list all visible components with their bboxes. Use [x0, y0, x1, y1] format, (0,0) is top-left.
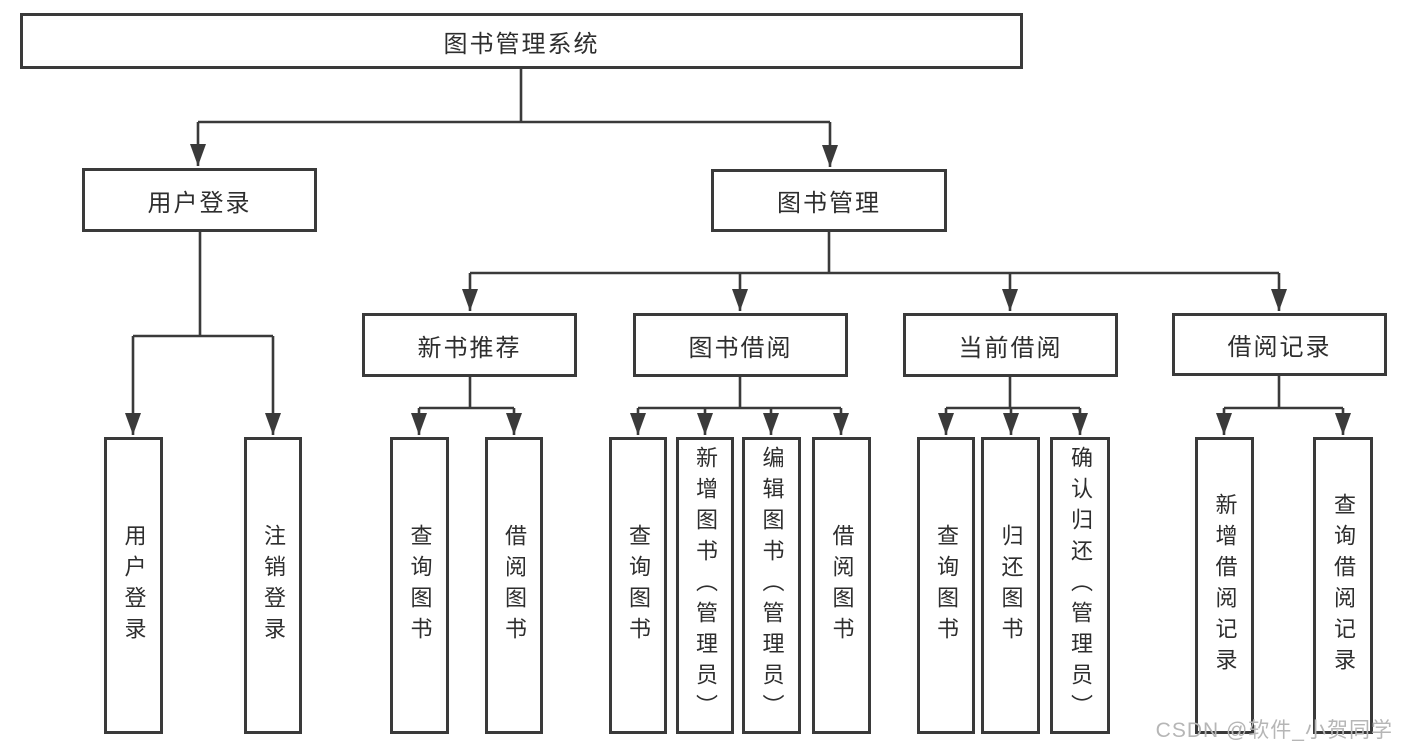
- node-cb-confirm-return-admin: 确认归还（管理员）: [1050, 437, 1110, 734]
- node-borrowing-records-label: 借阅记录: [1227, 334, 1332, 361]
- node-book-management: 图书管理: [711, 169, 947, 232]
- node-bb-query-books: 查询图书: [609, 437, 667, 734]
- connector-current-borrow-children: [938, 377, 1088, 435]
- node-current-borrowing: 当前借阅: [903, 313, 1118, 377]
- node-br-query-record-label: 查询借阅记录: [1331, 492, 1356, 679]
- node-logout-label: 注销登录: [261, 523, 286, 648]
- connector-borrow-records-children: [1216, 376, 1351, 435]
- node-user-login-label: 用户登录: [147, 189, 252, 217]
- node-bb-edit-books-admin-label: 编辑图书（管理员）: [759, 446, 785, 725]
- connector-book-borrow-children: [630, 377, 849, 435]
- node-library-system: 图书管理系统: [20, 13, 1023, 69]
- node-library-system-label: 图书管理系统: [443, 30, 600, 58]
- node-borrowing-records: 借阅记录: [1172, 313, 1387, 376]
- csdn-watermark: CSDN @软件_小贺同学: [1155, 719, 1393, 742]
- node-cb-return-books: 归还图书: [981, 437, 1040, 734]
- node-nbr-query-books: 查询图书: [390, 437, 449, 734]
- node-bb-add-books-admin-label: 新增图书（管理员）: [693, 446, 718, 725]
- node-br-add-record: 新增借阅记录: [1195, 437, 1254, 734]
- node-book-borrowing: 图书借阅: [633, 313, 848, 377]
- node-new-book-recommend-label: 新书推荐: [417, 334, 522, 362]
- node-bb-query-books-label: 查询图书: [626, 523, 651, 648]
- node-logout: 注销登录: [244, 437, 302, 734]
- node-book-borrowing-label: 图书借阅: [688, 334, 793, 362]
- node-cb-query-books-label: 查询图书: [934, 523, 959, 648]
- connector-new-book-rec-children: [411, 377, 522, 435]
- connector-user-login-children: [125, 232, 281, 435]
- node-nbr-borrow-books: 借阅图书: [485, 437, 543, 734]
- node-cb-confirm-return-admin-label: 确认归还（管理员）: [1068, 446, 1093, 725]
- node-bb-borrow-books: 借阅图书: [812, 437, 871, 734]
- node-bb-edit-books-admin: 编辑图书（管理员）: [742, 437, 801, 734]
- connector-root-to-level2: [190, 67, 838, 167]
- connector-book-mgmt-to-level3: [462, 232, 1287, 311]
- node-login-label: 用户登录: [121, 523, 147, 648]
- node-bb-borrow-books-label: 借阅图书: [829, 523, 855, 648]
- node-book-management-label: 图书管理: [777, 190, 881, 217]
- node-user-login: 用户登录: [82, 168, 317, 232]
- node-br-add-record-label: 新增借阅记录: [1212, 492, 1238, 679]
- node-cb-query-books: 查询图书: [917, 437, 975, 734]
- node-br-query-record: 查询借阅记录: [1313, 437, 1373, 734]
- node-cb-return-books-label: 归还图书: [998, 523, 1024, 648]
- node-login: 用户登录: [104, 437, 163, 734]
- node-bb-add-books-admin: 新增图书（管理员）: [676, 437, 734, 734]
- node-nbr-query-books-label: 查询图书: [407, 523, 433, 648]
- node-current-borrowing-label: 当前借阅: [958, 334, 1063, 362]
- node-new-book-recommend: 新书推荐: [362, 313, 577, 377]
- node-nbr-borrow-books-label: 借阅图书: [502, 523, 527, 648]
